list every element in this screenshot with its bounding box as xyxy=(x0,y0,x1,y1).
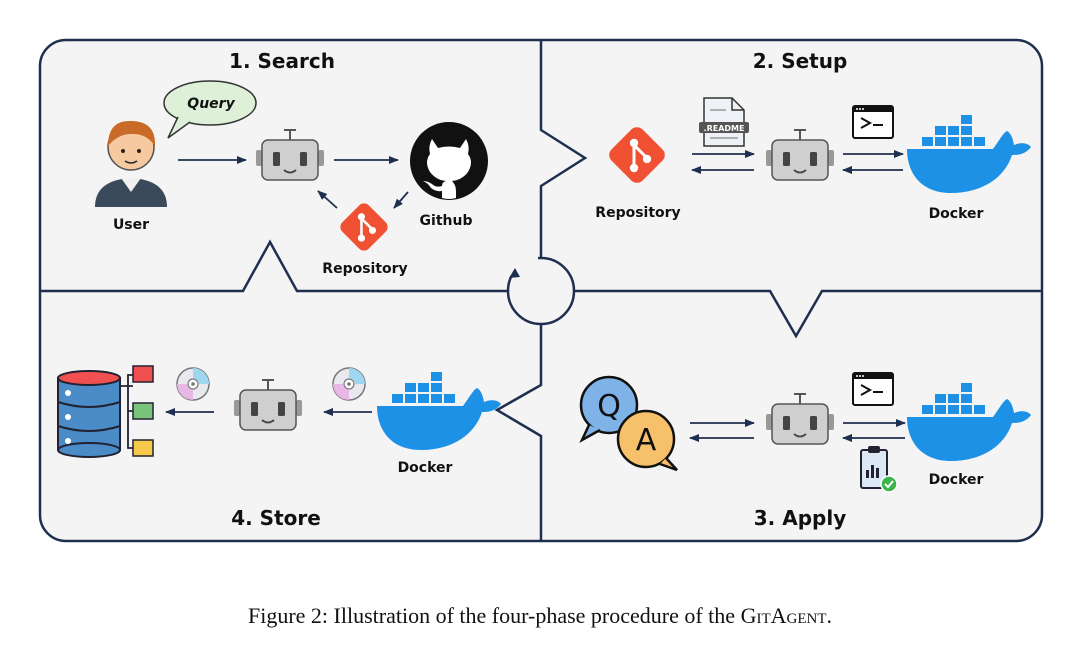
cd-icon-right xyxy=(332,367,366,401)
user-label: User xyxy=(113,217,149,233)
caption-prefix: Figure 2: Illustration of the four-phase… xyxy=(247,603,741,628)
github-label: Github xyxy=(420,213,473,229)
database-icon xyxy=(57,365,154,458)
docker-label-setup: Docker xyxy=(929,206,984,222)
query-text: Query xyxy=(187,96,235,112)
gitagent-diagram: 1. Search User Query Github Repository 2… xyxy=(38,38,1044,543)
caption-suffix: . xyxy=(826,603,833,628)
puzzle-dividers xyxy=(41,41,1041,540)
readme-icon xyxy=(699,97,749,147)
repository-label-setup: Repository xyxy=(595,205,680,221)
cycle-arrow-icon xyxy=(509,268,520,278)
svg-text:A: A xyxy=(636,423,657,458)
svg-text:Q: Q xyxy=(597,389,621,424)
report-icon xyxy=(860,446,898,493)
caption-name: GitAgent xyxy=(740,603,827,628)
cd-icon-left xyxy=(176,367,210,401)
arrow-github-to-repo xyxy=(393,191,409,209)
phase-title-store: 4. Store xyxy=(231,506,321,530)
docker-label-store: Docker xyxy=(398,460,453,476)
terminal-icon-setup xyxy=(852,105,894,139)
phase-title-search: 1. Search xyxy=(229,49,335,73)
query-bubble xyxy=(163,80,257,139)
github-icon xyxy=(410,122,488,200)
qa-icon: Q A xyxy=(579,375,678,472)
docker-label-apply: Docker xyxy=(929,472,984,488)
phase-title-apply: 3. Apply xyxy=(754,506,846,530)
phase-title-setup: 2. Setup xyxy=(753,49,848,73)
repository-label-search: Repository xyxy=(322,261,407,277)
readme-label: .README xyxy=(704,124,745,133)
arrow-repo-to-agent xyxy=(317,190,338,209)
figure-caption: Figure 2: Illustration of the four-phase… xyxy=(0,603,1080,629)
terminal-icon-apply xyxy=(852,372,894,406)
user-icon xyxy=(95,120,167,207)
